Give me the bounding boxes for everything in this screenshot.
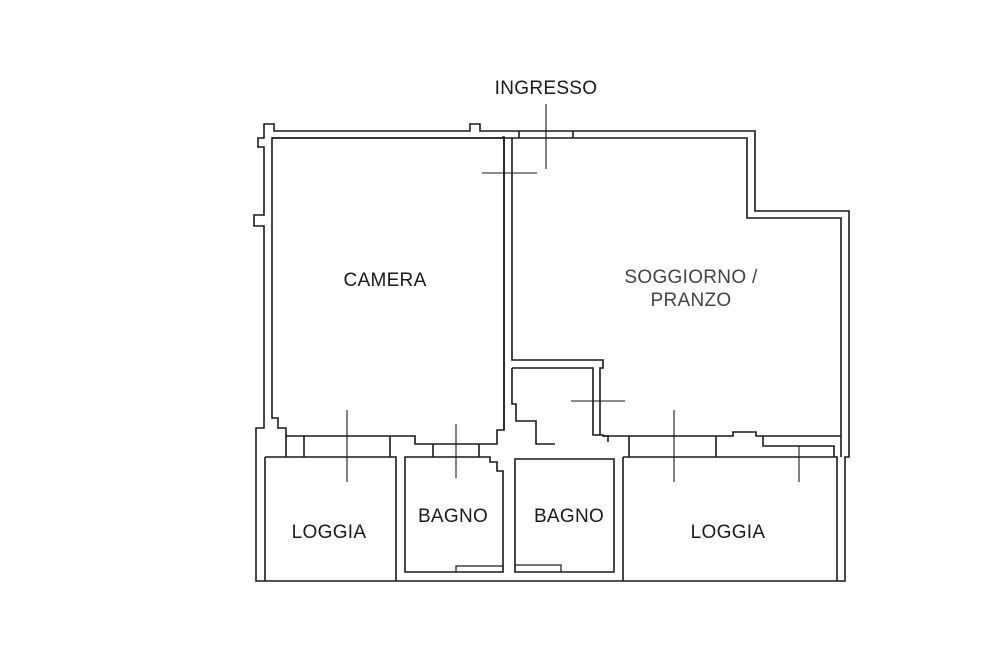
- label-bagno-left: BAGNO: [417, 506, 489, 528]
- partition-wall: [511, 138, 604, 435]
- bagno-left-room: [404, 456, 504, 573]
- loggia-left-room: [265, 456, 397, 581]
- label-loggia-left: LOGGIA: [291, 522, 367, 544]
- label-bagno-right: BAGNO: [533, 506, 605, 528]
- label-loggia-right: LOGGIA: [690, 522, 766, 544]
- outer-wall-outline: [253, 123, 850, 582]
- inner-wall-outline: [272, 137, 842, 436]
- label-soggiorno-line1: SOGGIORNO /: [624, 267, 758, 289]
- camera-room: [271, 136, 505, 445]
- label-ingresso: INGRESSO: [494, 78, 598, 100]
- soggiorno-bottom-wall: [603, 431, 841, 437]
- loggia-right-room: [623, 456, 838, 581]
- corridor-left-wall: [511, 368, 555, 445]
- bagno-left-fixture: [455, 565, 503, 572]
- bagno-right-room: [514, 458, 615, 573]
- corridor: [512, 367, 609, 442]
- bagno-right-fixture: [515, 564, 562, 572]
- label-camera: CAMERA: [343, 270, 427, 292]
- label-soggiorno-line2: PRANZO: [650, 290, 732, 312]
